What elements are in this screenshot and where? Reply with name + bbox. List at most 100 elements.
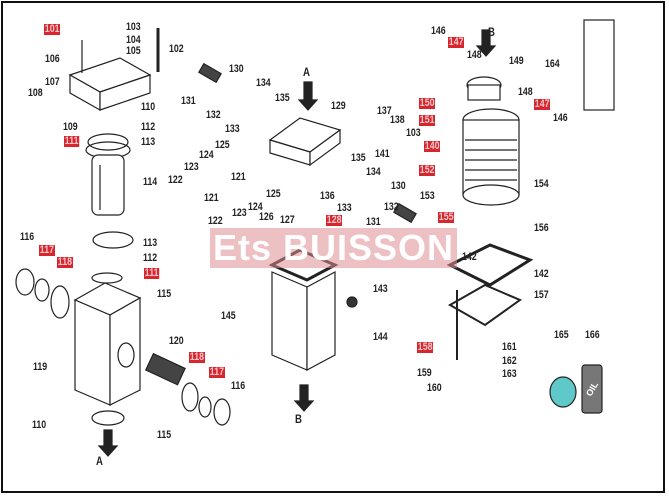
part-callout: 142	[462, 251, 477, 263]
highlighted-part-callout[interactable]: 147	[448, 36, 465, 48]
part-callout: 105	[126, 45, 141, 57]
highlighted-part-callout[interactable]: 155	[438, 211, 455, 223]
part-callout: 132	[206, 109, 221, 121]
part-callout: 141	[375, 148, 390, 160]
part-callout: 124	[199, 149, 214, 161]
part-callout: 109	[63, 121, 78, 133]
part-callout: 110	[141, 101, 156, 113]
part-callout: 146	[553, 112, 568, 124]
part-164-unit	[583, 19, 615, 111]
part-callout: 103	[406, 127, 421, 139]
part-callout: 125	[266, 188, 281, 200]
part-callout: 120	[169, 335, 184, 347]
part-116-seal-2	[213, 398, 231, 426]
part-callout: 124	[248, 201, 263, 213]
part-callout: 153	[420, 190, 435, 202]
part-callout: A	[303, 65, 310, 79]
part-callout: 121	[231, 171, 246, 183]
highlighted-part-callout[interactable]: 151	[419, 114, 436, 126]
part-callout: B	[295, 412, 302, 426]
part-callout: 156	[534, 222, 549, 234]
part-callout: 148	[467, 49, 482, 61]
arrow-a-bottom-icon	[97, 429, 119, 457]
highlighted-part-callout[interactable]: 117	[209, 366, 225, 378]
part-130-valve	[198, 62, 222, 84]
part-115-seal	[91, 272, 123, 284]
part-callout: 116	[20, 231, 35, 243]
part-callout: 119	[33, 361, 48, 373]
part-callout: 131	[366, 216, 381, 228]
part-callout: 133	[337, 202, 352, 214]
highlighted-part-callout[interactable]: 118	[189, 351, 205, 363]
part-callout: 108	[28, 87, 43, 99]
highlighted-part-callout[interactable]: 158	[417, 341, 434, 353]
part-callout: 126	[259, 211, 274, 223]
part-118-bearing-2	[181, 382, 199, 412]
part-callout: 135	[275, 92, 290, 104]
part-callout: 130	[229, 63, 244, 75]
part-115-seal-2	[91, 410, 125, 426]
part-154-motor	[462, 76, 520, 206]
highlighted-part-callout[interactable]: 150	[419, 97, 436, 109]
part-callout: 123	[232, 207, 247, 219]
part-callout: 121	[204, 192, 219, 204]
part-callout: 135	[351, 152, 366, 164]
part-callout: 134	[366, 166, 381, 178]
highlighted-part-callout[interactable]: 117	[39, 244, 55, 256]
highlighted-part-callout[interactable]: 101	[44, 23, 61, 35]
part-callout: 113	[141, 136, 156, 148]
part-callout: 149	[509, 55, 524, 67]
highlighted-part-callout[interactable]: 140	[424, 140, 441, 152]
part-callout: 125	[215, 139, 230, 151]
part-116-seal	[15, 268, 35, 296]
part-callout: 165	[554, 329, 569, 341]
part-callout: 136	[320, 190, 335, 202]
part-callout: 115	[157, 429, 172, 441]
part-callout: 146	[431, 25, 446, 37]
part-callout: 148	[518, 86, 533, 98]
part-callout: 164	[545, 58, 560, 70]
part-callout: 134	[256, 77, 271, 89]
part-callout: 110	[32, 419, 47, 431]
highlighted-part-callout[interactable]: 118	[57, 256, 73, 268]
part-callout: 122	[168, 174, 183, 186]
part-callout: 137	[377, 105, 392, 117]
part-callout: 160	[427, 382, 442, 394]
part-143-plug	[346, 296, 358, 308]
highlighted-part-callout[interactable]: 147	[534, 98, 551, 110]
part-callout: 144	[373, 331, 388, 343]
arrow-a-icon	[297, 81, 319, 111]
part-callout: 166	[585, 329, 600, 341]
part-callout: 116	[231, 380, 246, 392]
part-callout: 104	[126, 34, 141, 46]
part-callout: 106	[45, 53, 60, 65]
part-callout: 142	[534, 268, 549, 280]
part-129-manifold	[268, 117, 342, 167]
part-callout: 159	[417, 367, 432, 379]
watermark-text: Ets BUISSON	[212, 227, 455, 268]
part-callout: 143	[373, 283, 388, 295]
part-callout: A	[96, 454, 103, 468]
part-callout: 123	[184, 161, 199, 173]
part-callout: 131	[181, 95, 196, 107]
highlighted-part-callout[interactable]: 128	[326, 214, 343, 226]
part-114-reservoir	[85, 133, 131, 216]
part-113-ring	[92, 231, 134, 249]
part-callout: 133	[225, 123, 240, 135]
part-119-pump-body	[73, 282, 142, 406]
highlighted-part-callout[interactable]: 111	[144, 267, 160, 279]
part-callout: 127	[280, 214, 295, 226]
arrow-b-icon	[475, 29, 497, 57]
part-165-grease	[549, 376, 577, 408]
highlighted-part-callout[interactable]: 111	[64, 135, 80, 147]
part-callout: 162	[502, 355, 517, 367]
part-callout: 112	[143, 252, 158, 264]
part-callout: 129	[331, 100, 346, 112]
part-callout: 113	[143, 237, 158, 249]
part-120-shaft	[144, 352, 186, 386]
highlighted-part-callout[interactable]: 152	[419, 164, 436, 176]
part-callout: 122	[208, 215, 223, 227]
part-106-cover-block	[68, 40, 152, 112]
part-142-gasket-2	[446, 243, 534, 287]
